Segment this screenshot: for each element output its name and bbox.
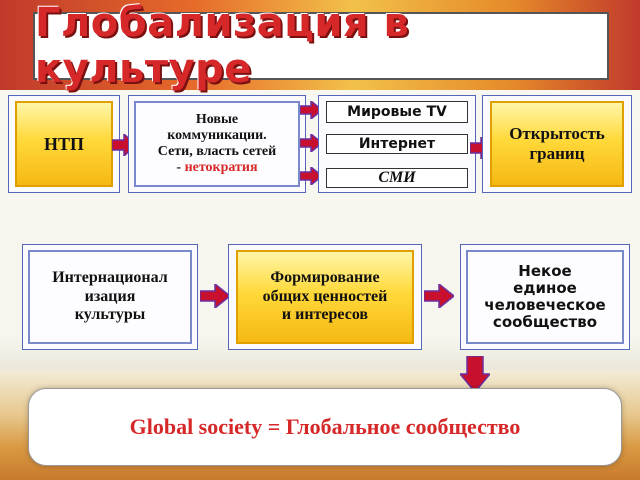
smi-box: СМИ xyxy=(326,168,468,188)
arrow-values-to-community xyxy=(424,284,454,308)
comm-line-4: - нетократия xyxy=(158,160,276,176)
ntp-label: НТП xyxy=(43,133,84,154)
communications-box: Новые коммуникации. Сети, власть сетей -… xyxy=(134,101,300,187)
values-line-1: Формирование xyxy=(270,269,380,287)
community-box: Некое единое человеческое сообщество xyxy=(466,250,624,344)
values-box: Формирование общих ценностей и интересов xyxy=(236,250,414,344)
openness-box: Открытость границ xyxy=(490,101,624,187)
arrow-comm-to-tv xyxy=(300,101,322,119)
arrow-comm-to-smi xyxy=(300,167,322,185)
openness-line-1: Открытость xyxy=(509,124,605,144)
internet-box: Интернет xyxy=(326,134,468,154)
internationalization-box: Интернационал изация культуры xyxy=(28,250,192,344)
community-line-4: сообщество xyxy=(492,313,598,332)
intl-line-2: изация xyxy=(84,287,136,305)
title-box: Глобализация в культуре xyxy=(33,0,609,92)
ntp-box: НТП xyxy=(15,101,113,187)
community-line-1: Некое xyxy=(518,261,572,280)
internet-label: Интернет xyxy=(358,136,436,152)
world-tv-label: Мировые TV xyxy=(347,104,447,120)
arrow-intl-to-values xyxy=(200,284,230,308)
values-line-3: и интересов xyxy=(281,306,369,324)
smi-label: СМИ xyxy=(378,169,416,186)
openness-line-2: границ xyxy=(529,144,585,163)
page-title: Глобализация в культуре xyxy=(35,0,410,92)
intl-line-1: Интернационал xyxy=(52,269,168,287)
global-society-box: Global society = Глобальное сообщество xyxy=(28,388,622,466)
community-line-2: единое xyxy=(513,278,577,297)
world-tv-box: Мировые TV xyxy=(326,101,468,123)
community-line-3: человеческое xyxy=(484,296,606,314)
comm-line-2: коммуникации. xyxy=(167,127,267,143)
comm-line-3: Сети, власть сетей xyxy=(157,144,277,159)
values-line-2: общих ценностей xyxy=(262,287,388,305)
arrow-community-to-global xyxy=(460,356,490,392)
arrow-comm-to-internet xyxy=(300,134,322,152)
comm-line-1: Новые xyxy=(195,111,239,127)
global-society-label: Global society = Глобальное сообщество xyxy=(129,414,521,439)
comm-highlight: нетократия xyxy=(184,160,258,176)
comm-prefix: - xyxy=(176,160,185,176)
intl-line-3: культуры xyxy=(74,306,146,324)
